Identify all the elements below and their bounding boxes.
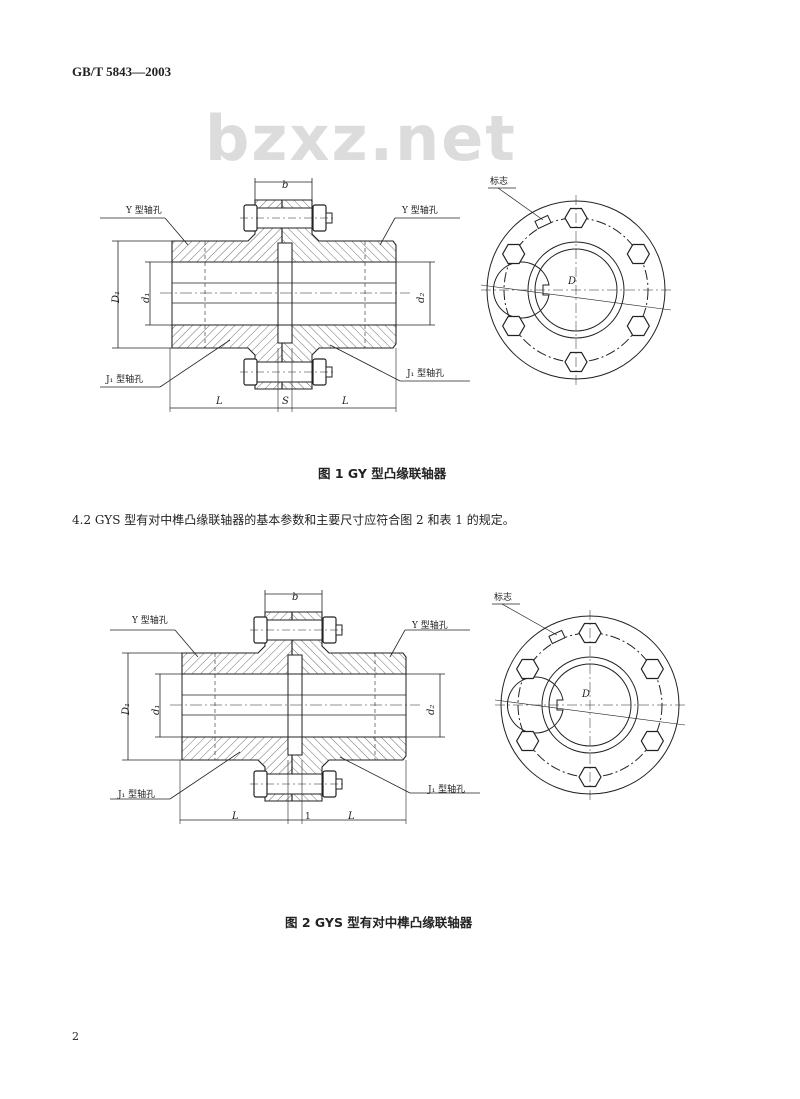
bolt-hexagon	[515, 730, 540, 752]
dim-d1: d₁	[141, 293, 152, 303]
dim-S: S	[282, 396, 289, 407]
diameter-line	[480, 284, 672, 311]
standard-number: GB/T 5843—2003	[72, 64, 172, 79]
leader	[169, 751, 241, 800]
leader	[379, 217, 396, 246]
label-mark: 标志	[490, 175, 508, 187]
label-j1-bore-left: J₁ 型轴孔	[117, 788, 155, 800]
dim-L-right: L	[347, 811, 355, 822]
watermark: bzxz.net	[205, 102, 517, 175]
dim-b: b	[292, 592, 298, 603]
leader	[389, 629, 406, 658]
leader	[159, 339, 231, 388]
dim-L-right: L	[341, 396, 349, 407]
leader	[339, 756, 411, 794]
bolt-hexagon	[501, 315, 526, 337]
mark-leader	[501, 603, 558, 636]
dim-D1: D₁	[121, 703, 132, 716]
dim-L-left: L	[231, 811, 239, 822]
bolt-hexagon	[626, 315, 651, 337]
end-view	[492, 603, 686, 800]
dim-D: D	[581, 689, 590, 700]
dim-gap: 1	[305, 812, 311, 822]
label-y-bore-left: Y 型轴孔	[131, 614, 168, 626]
label-j1-bore-right: J₁ 型轴孔	[427, 783, 465, 795]
hub-circle	[527, 241, 625, 339]
label-mark: 标志	[494, 591, 512, 603]
figure-2-drawing: Y 型轴孔 Y 型轴孔 J₁ 型轴孔 J₁ 型轴孔 b D₁ d₁ d₂ L 1…	[110, 590, 686, 824]
label-j1-bore-left: J₁ 型轴孔	[105, 373, 143, 385]
dim-b: b	[282, 180, 288, 191]
bolt-hexagon	[640, 730, 665, 752]
dim-d1: d₁	[151, 705, 162, 715]
mark-leader	[497, 187, 544, 221]
hub-circle	[541, 656, 639, 754]
dim-D: D	[567, 276, 576, 287]
leader	[329, 344, 401, 382]
bolt-hexagon	[501, 243, 526, 265]
label-y-bore-right: Y 型轴孔	[401, 204, 438, 216]
label-y-bore-right: Y 型轴孔	[411, 619, 448, 631]
figure-2-caption: 图 2 GYS 型有对中榫凸缘联轴器	[285, 915, 473, 930]
mark-tab	[548, 629, 566, 645]
bore-with-keyway	[492, 261, 550, 319]
bolt-hexagon	[515, 658, 540, 680]
dim-d2: d₂	[426, 705, 437, 715]
bore-with-keyway	[506, 676, 564, 734]
label-j1-bore-right: J₁ 型轴孔	[406, 367, 444, 379]
figure-1-caption: 图 1 GY 型凸缘联轴器	[318, 466, 447, 481]
leader	[174, 629, 199, 658]
end-view	[480, 187, 672, 385]
page-number: 2	[72, 1030, 79, 1043]
label-y-bore-left: Y 型轴孔	[125, 204, 162, 216]
section-view	[100, 178, 470, 412]
dim-L-left: L	[215, 396, 223, 407]
bore	[181, 673, 407, 738]
diameter-line	[494, 699, 686, 726]
mark-tab	[534, 214, 552, 230]
figure-1-drawing: Y 型轴孔 Y 型轴孔 J₁ 型轴孔 J₁ 型轴孔 b D₁ d₁ d₂ L S…	[100, 175, 672, 412]
bore	[171, 261, 397, 326]
bolt-hexagon	[626, 243, 651, 265]
section-view	[110, 590, 480, 824]
bolt-hexagon	[640, 658, 665, 680]
clause-4-2: 4.2 GYS 型有对中榫凸缘联轴器的基本参数和主要尺寸应符合图 2 和表 1 …	[72, 513, 515, 527]
leader	[164, 217, 189, 246]
dim-d2: d₂	[416, 293, 427, 303]
dim-D1: D₁	[111, 291, 122, 304]
